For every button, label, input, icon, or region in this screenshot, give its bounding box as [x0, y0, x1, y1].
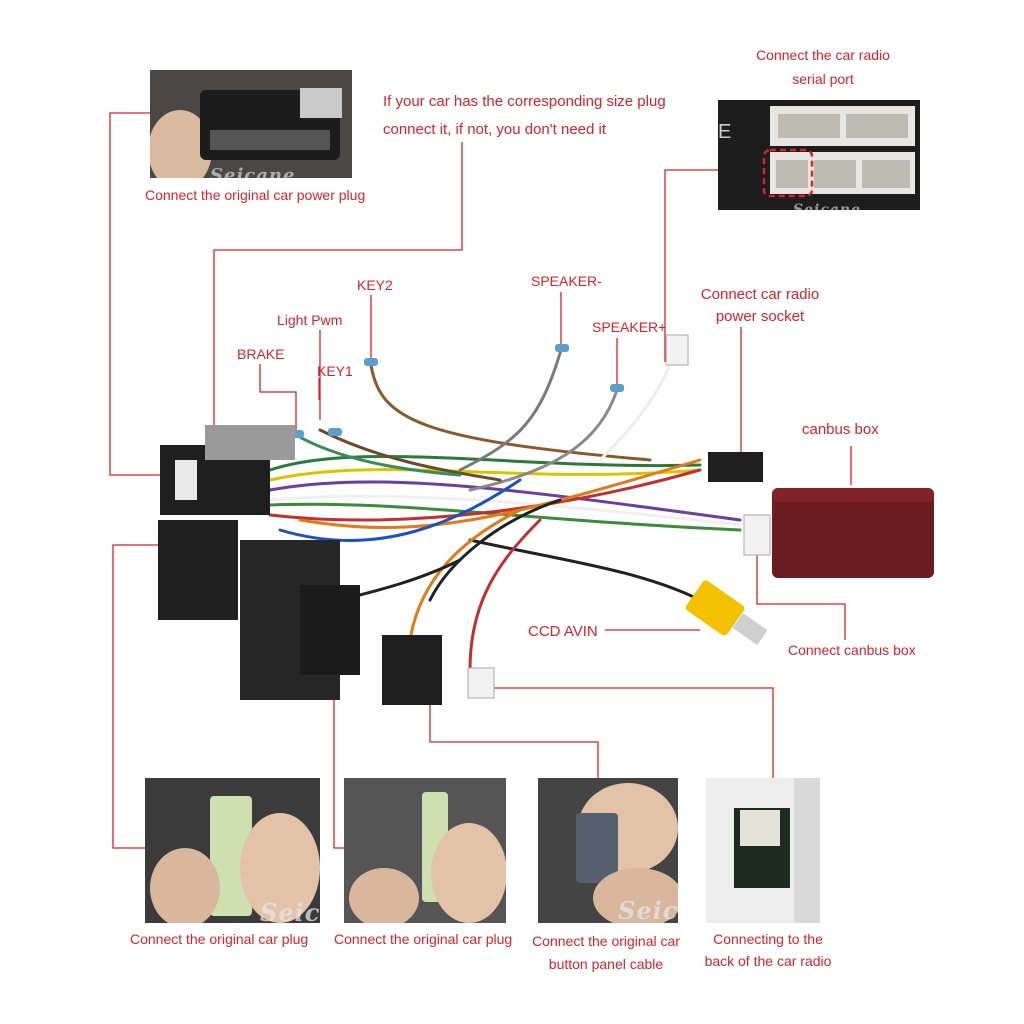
leader-original-plug-1: [112, 544, 172, 849]
label-power-socket-line1: Connect car radio: [700, 286, 820, 303]
serial-port-illustration: E: [718, 106, 915, 198]
leader-size-plug: [213, 142, 463, 440]
original-plug-illustration-2: [344, 778, 506, 923]
label-connect-canbus: Connect canbus box: [788, 642, 916, 658]
size-connector: [205, 425, 295, 460]
back-radio-illustration: [706, 778, 820, 923]
watermark: Seicane: [793, 202, 862, 210]
label-brake: BRAKE: [237, 346, 285, 362]
label-size-plug-line1: If your car has the corresponding size p…: [383, 93, 666, 110]
power-plug-illustration: [150, 70, 352, 178]
label-canbus-box: canbus box: [802, 421, 879, 438]
label-speaker-plus: SPEAKER+: [592, 319, 667, 335]
label-serial-port-line1: Connect the car radio: [756, 47, 890, 63]
label-power-socket-line2: power socket: [715, 308, 805, 325]
label-back-radio-line2: back of the car radio: [704, 953, 832, 969]
label-back-radio-line1: Connecting to the: [713, 931, 823, 947]
watermark: Seicane: [210, 165, 296, 178]
car-plug-connector-1: [158, 520, 238, 620]
label-serial-port-line2: serial port: [792, 71, 854, 87]
original-plug-illustration-1: [145, 778, 320, 923]
watermark: Seicane: [260, 898, 320, 923]
original-plug-photo-2: [344, 778, 506, 923]
power-plug-photo: Seicane: [150, 70, 352, 178]
label-key1: KEY1: [317, 363, 353, 379]
label-original-power-plug: Connect the original car power plug: [145, 187, 366, 203]
label-original-plug-2: Connect the original car plug: [334, 931, 513, 947]
svg-text:E: E: [718, 121, 731, 143]
button-panel-photo: Seicane: [538, 778, 678, 923]
label-button-panel-line1: Connect the original car: [532, 933, 680, 949]
leader-power-plug: [109, 112, 175, 476]
back-radio-photo: [706, 778, 820, 923]
watermark: Seicane: [618, 896, 678, 923]
rca-plug: [685, 580, 745, 636]
label-button-panel-line2: button panel cable: [548, 956, 664, 972]
leader-button-panel: [429, 705, 599, 778]
label-speaker-minus: SPEAKER-: [531, 273, 602, 289]
leader-brake: [259, 364, 297, 430]
leader-original-plug-2: [333, 660, 344, 849]
power-socket-connector: [708, 452, 763, 482]
original-plug-photo-1: Seicane: [145, 778, 320, 923]
label-size-plug-line2: connect it, if not, you don't need it: [383, 121, 607, 138]
label-ccd-avin: CCD AVIN: [528, 623, 598, 640]
canbus-box-shape: [772, 488, 934, 578]
serial-port-photo: E Seicane: [718, 100, 920, 210]
label-key2: KEY2: [357, 277, 393, 293]
label-original-plug-1: Connect the original car plug: [130, 931, 309, 947]
button-panel-connector: [382, 635, 442, 705]
button-panel-illustration: [538, 778, 678, 923]
label-light-pwm: Light Pwm: [277, 312, 343, 328]
leader-connect-canbus: [756, 540, 846, 640]
leader-back-radio: [487, 687, 774, 778]
